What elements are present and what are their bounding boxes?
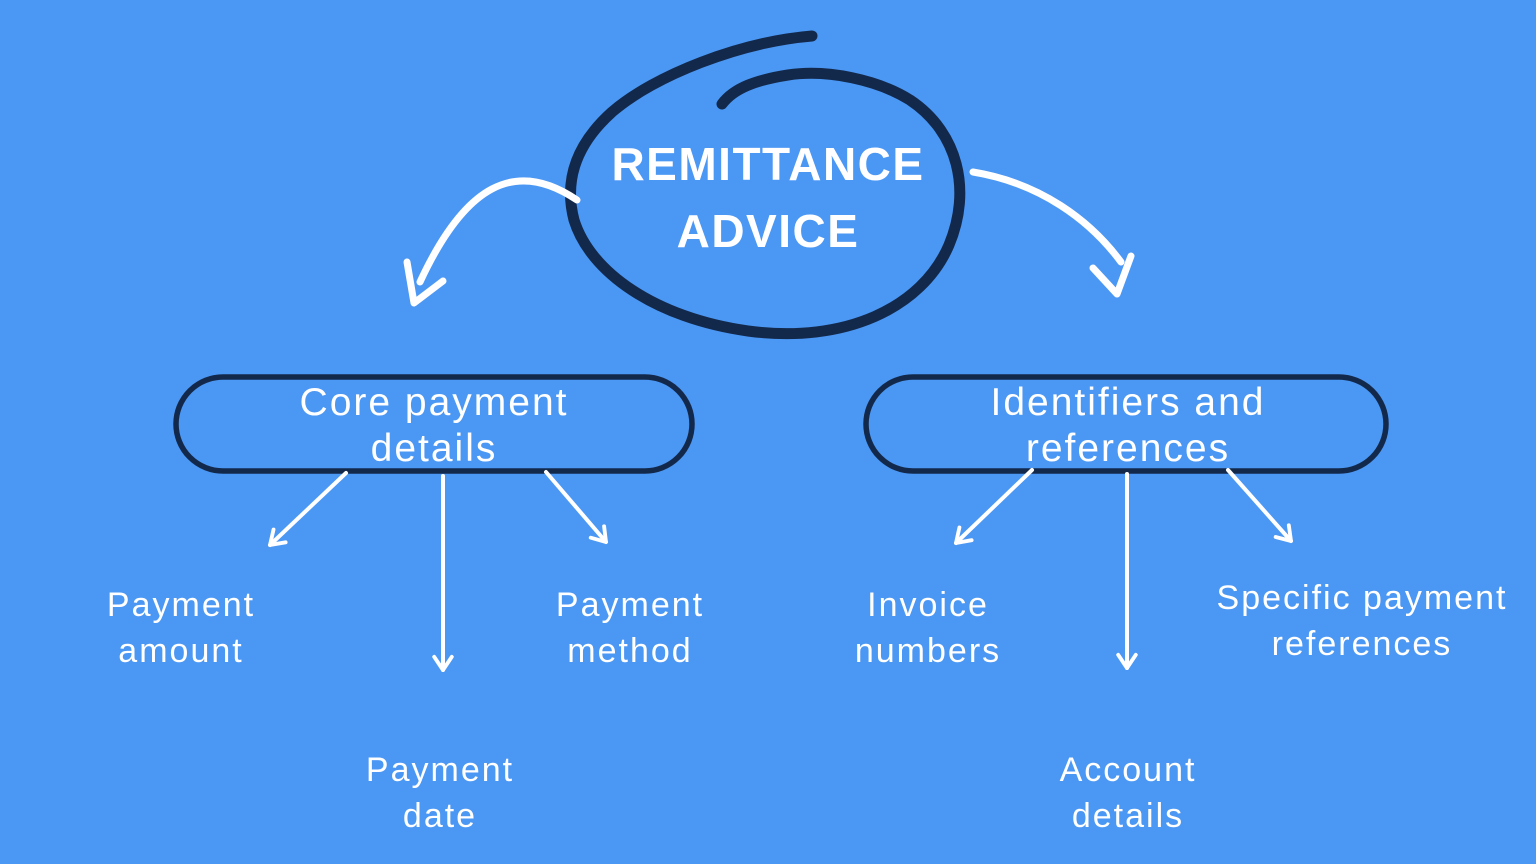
leaf-label-line: Invoice xyxy=(867,586,989,624)
leaf-label-specific-payment-references: Specific payment references xyxy=(1217,575,1508,667)
branch-pill-identifiers-references xyxy=(863,374,1389,474)
root-node-title: REMITTANCE ADVICE xyxy=(611,131,924,265)
leaf-label-line: Payment xyxy=(106,586,256,624)
leaf-label-line: Account xyxy=(1059,751,1197,789)
leaf-label-line: method xyxy=(567,632,693,670)
leaf-label-line: date xyxy=(402,797,478,835)
leaf-label-payment-method: Payment method xyxy=(556,582,704,674)
leaf-label-line: Payment xyxy=(365,751,515,789)
root-title-line2: ADVICE xyxy=(676,205,860,257)
root-title-line1: REMITTANCE xyxy=(611,138,925,190)
branch-label-line: Core payment xyxy=(299,381,569,424)
leaf-label-line: amount xyxy=(118,632,244,670)
branch-label-line: references xyxy=(1025,427,1231,470)
branch-label-identifiers-references: Identifiers and references xyxy=(991,380,1266,472)
branch-label-core-payment-details: Core payment details xyxy=(300,380,569,472)
leaf-label-line: references xyxy=(1271,625,1453,663)
leaf-label-line: numbers xyxy=(854,632,1002,670)
arrow-to-invoice-numbers-icon xyxy=(954,468,1034,545)
branch-label-line: details xyxy=(370,427,498,470)
arrow-to-specific-references-icon xyxy=(1226,468,1293,543)
leaf-label-payment-amount: Payment amount xyxy=(107,582,255,674)
leaf-label-line: details xyxy=(1071,797,1185,835)
arrow-to-payment-amount-icon xyxy=(268,471,348,547)
leaf-label-line: Payment xyxy=(555,586,705,624)
leaf-label-line: Specific payment xyxy=(1216,579,1508,617)
leaf-label-invoice-numbers: Invoice numbers xyxy=(855,582,1001,674)
branch-label-line: Identifiers and xyxy=(990,381,1266,424)
arrow-to-payment-method-icon xyxy=(544,470,608,544)
curved-arrow-left-icon xyxy=(416,177,581,286)
curved-arrow-right-icon xyxy=(969,168,1125,266)
leaf-label-payment-date: Payment date xyxy=(366,747,514,839)
branch-pill-core-payment-details xyxy=(173,374,695,474)
leaf-label-account-details: Account details xyxy=(1060,747,1197,839)
root-scribble-circle xyxy=(565,30,966,340)
curved-arrow-right-head-icon xyxy=(1089,252,1135,298)
curved-arrow-left-head-icon xyxy=(403,258,447,307)
